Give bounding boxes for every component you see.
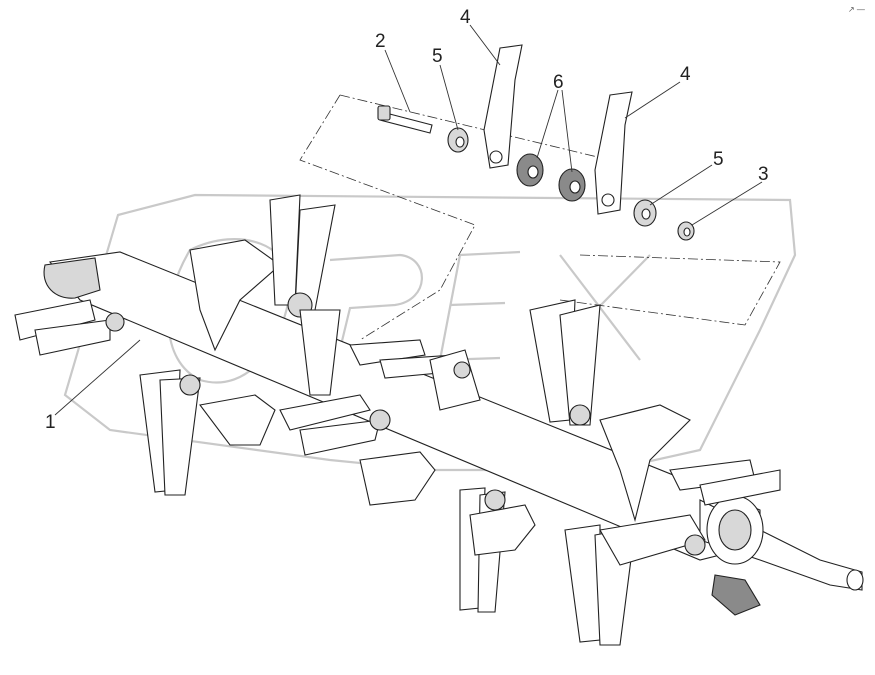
callout-4-left: 4	[460, 7, 471, 28]
exploded-view-outline	[299, 94, 781, 341]
knife-left	[483, 44, 523, 169]
shaft	[43, 251, 864, 616]
leader-lines	[54, 24, 763, 416]
callout-1: 1	[45, 412, 56, 433]
corner-mark: ↗ —	[848, 5, 865, 14]
knife-right	[594, 91, 633, 215]
callout-6: 6	[553, 72, 564, 93]
callout-5-left: 5	[432, 46, 443, 67]
callout-4-right: 4	[680, 64, 691, 85]
callout-5-right: 5	[713, 149, 724, 170]
exploded-parts	[377, 44, 695, 241]
callout-labels: 1 2 3 4 4 5 5 6 ↗ —	[45, 5, 865, 433]
callout-2: 2	[375, 31, 386, 52]
knife-assemblies	[14, 194, 781, 646]
callout-3: 3	[758, 164, 769, 185]
